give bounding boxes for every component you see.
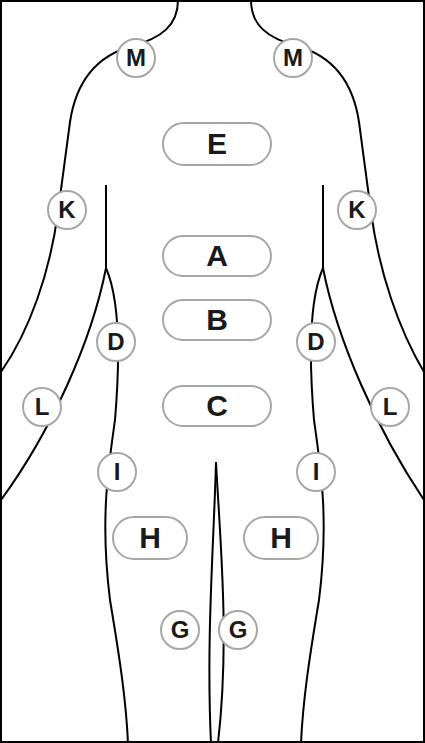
site-circle: L <box>22 387 62 427</box>
site-letter: D <box>307 330 324 354</box>
site-letter: C <box>206 391 228 421</box>
site-letter: M <box>126 46 146 70</box>
site-circle: I <box>296 452 336 492</box>
site-circle: K <box>337 190 377 230</box>
site-circle: K <box>47 190 87 230</box>
site-letter: K <box>348 198 365 222</box>
site-letter: K <box>58 198 75 222</box>
site-letter: I <box>313 460 320 484</box>
site-pill: A <box>162 235 272 277</box>
site-letter: I <box>114 460 121 484</box>
site-letter: G <box>229 618 248 642</box>
site-letter: H <box>270 523 292 553</box>
site-letter: B <box>206 305 228 335</box>
site-pill: H <box>112 516 188 560</box>
site-circle: I <box>97 452 137 492</box>
site-pill: H <box>243 516 319 560</box>
site-letter: L <box>35 395 50 419</box>
site-letter: G <box>171 618 190 642</box>
site-circle: G <box>160 610 200 650</box>
site-letter: A <box>206 241 228 271</box>
site-pill: B <box>162 299 272 341</box>
site-circle: D <box>296 322 336 362</box>
site-circle: M <box>273 38 313 78</box>
site-letter: H <box>139 523 161 553</box>
site-circle: D <box>96 322 136 362</box>
site-letter: D <box>107 330 124 354</box>
site-pill: E <box>162 122 272 166</box>
site-circle: G <box>218 610 258 650</box>
site-letter: M <box>283 46 303 70</box>
site-circle: M <box>116 38 156 78</box>
site-pill: C <box>162 385 272 427</box>
site-letter: E <box>207 129 227 159</box>
site-letter: L <box>383 395 398 419</box>
site-circle: L <box>370 387 410 427</box>
